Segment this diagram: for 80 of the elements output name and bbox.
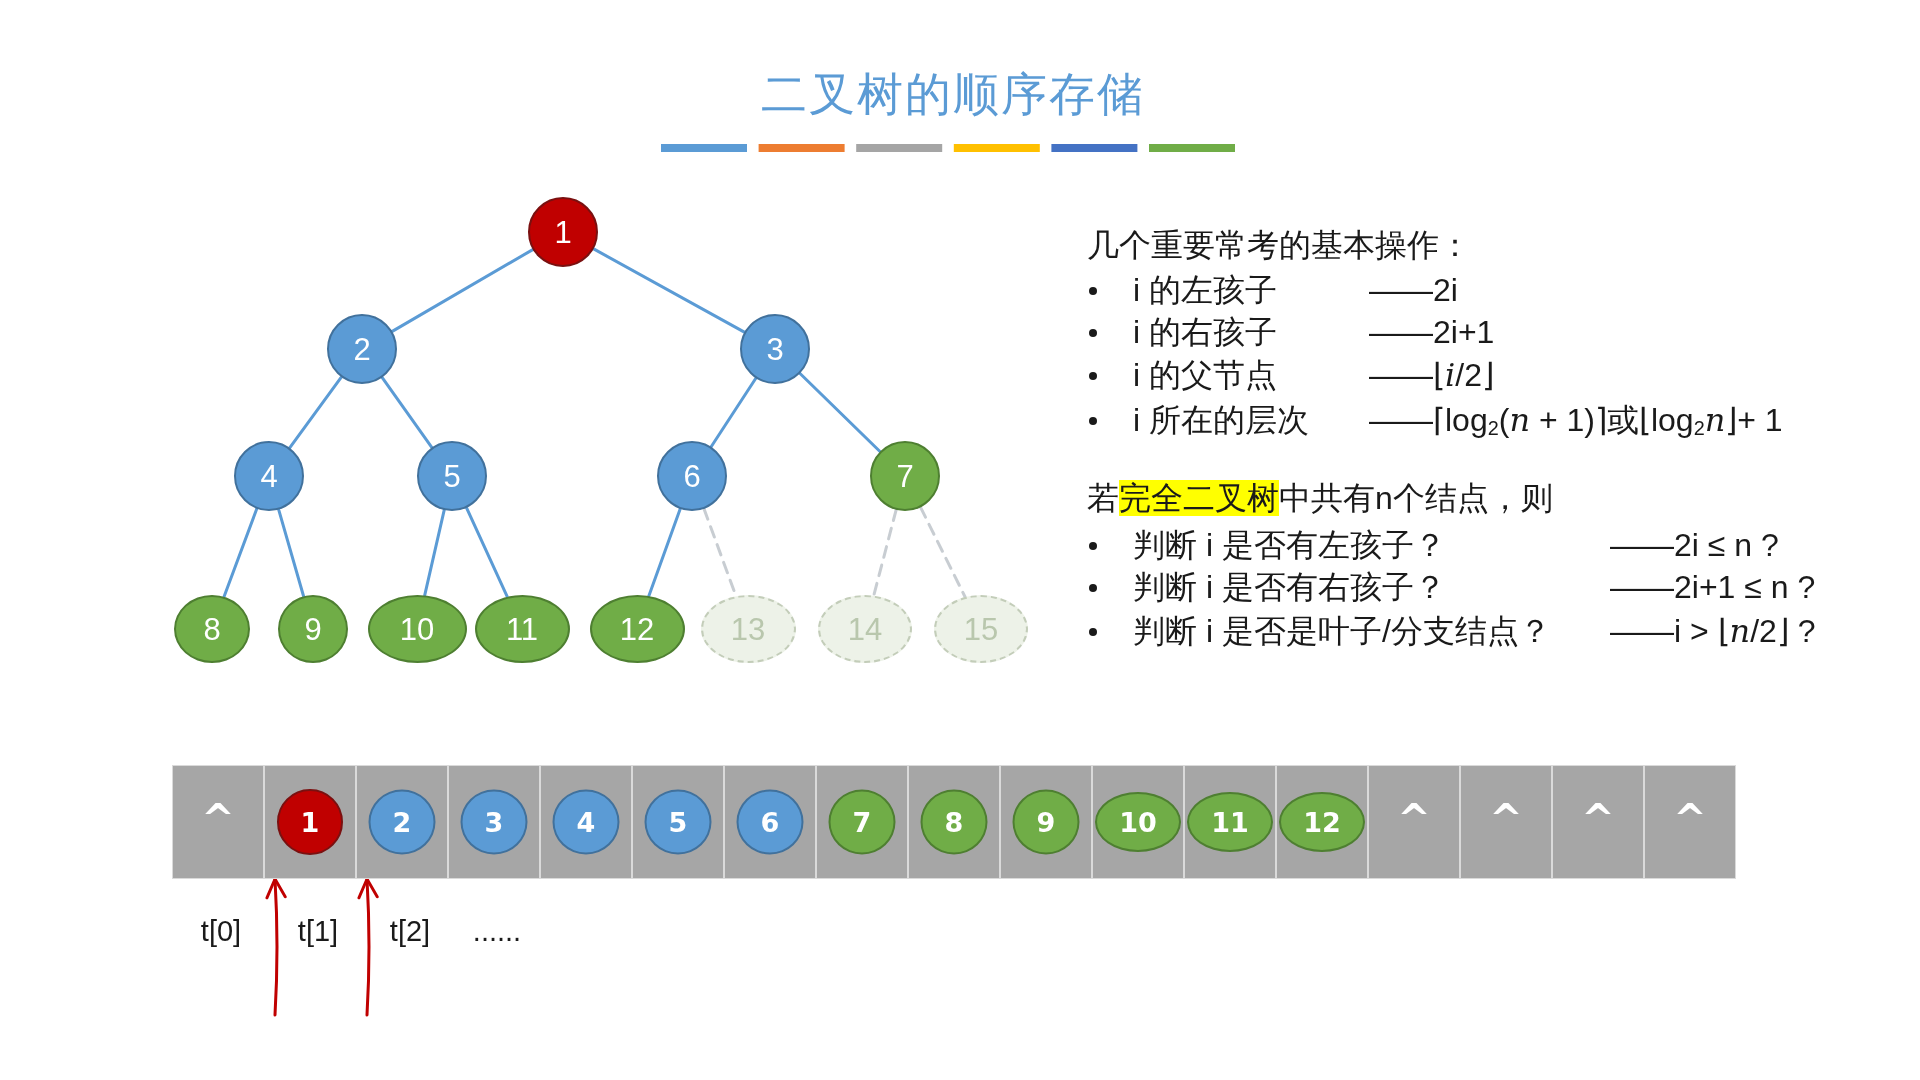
formula: ——⌊i/2⌋: [1369, 355, 1494, 395]
array-cell: ^: [1644, 765, 1736, 879]
formula: ——2i+1: [1369, 313, 1495, 352]
condition-question: 判断 i 是否有左孩子？: [1133, 526, 1446, 565]
tree-edge: [798, 371, 882, 454]
faded-tree-node: 13: [700, 595, 796, 663]
stored-node: 5: [644, 789, 712, 855]
array-cell: [1092, 765, 1184, 879]
tree-edge: [222, 507, 259, 599]
condition-question: 判断 i 是否有右孩子？: [1133, 568, 1446, 607]
tree-node: 6: [657, 441, 727, 511]
stored-node: 2: [368, 789, 436, 855]
array-cell: [448, 765, 540, 879]
tree-node: 2: [327, 314, 397, 384]
operation-name: i 所在的层次: [1133, 401, 1309, 440]
operation-name: i 的左孩子: [1133, 271, 1277, 310]
array-cell: [264, 765, 356, 879]
tree-node: 12: [589, 595, 685, 663]
tree-edge: [277, 508, 306, 598]
array-cell: [908, 765, 1000, 879]
ellipsis: ......: [472, 914, 522, 949]
faded-tree-node: 14: [818, 595, 912, 663]
faded-tree-node: 15: [934, 595, 1028, 663]
array-cell: ^: [1368, 765, 1460, 879]
slide-title: 二叉树的顺序存储: [761, 67, 1145, 122]
operation-name: i 的右孩子: [1133, 313, 1277, 352]
section-heading: 若完全二叉树中共有n个结点，则: [1087, 479, 1553, 518]
array-cell: ^: [1460, 765, 1552, 879]
stored-node: 8: [920, 789, 988, 855]
stored-node: 7: [828, 789, 896, 855]
array-cell: [356, 765, 448, 879]
tree-node: 1: [528, 197, 598, 267]
condition-question: 判断 i 是否是叶子/分支结点？: [1133, 612, 1551, 651]
dashed-tree-edge: [919, 505, 967, 599]
section-heading: 几个重要常考的基本操作：: [1087, 226, 1471, 265]
tree-node: 10: [367, 595, 467, 663]
tree-node: 3: [740, 314, 810, 384]
hand-drawn-arrow: [357, 877, 379, 1017]
tree-node: 7: [870, 441, 940, 511]
operation-name: i 的父节点: [1133, 356, 1277, 395]
tree-edge: [288, 375, 343, 450]
tree-node: 5: [417, 441, 487, 511]
array-cell: [1276, 765, 1368, 879]
stored-node: 4: [552, 789, 620, 855]
index-label: t[1]: [297, 914, 339, 949]
stored-node: 1: [277, 789, 343, 855]
condition-formula: ——2i ≤ n ?: [1610, 526, 1779, 565]
index-label: t[2]: [389, 914, 431, 949]
tree-edge: [390, 248, 535, 333]
tree-edge: [647, 507, 682, 598]
array-cell: [540, 765, 632, 879]
stored-node: 3: [460, 789, 528, 855]
tree-edge: [465, 506, 509, 599]
formula: ——⌈log$_{2}$(n + 1)⌉或⌊log$_{2}$n⌋+ 1: [1369, 400, 1783, 440]
tree-edge: [423, 508, 446, 597]
tree-edge: [709, 376, 758, 449]
array-cell: ^: [172, 765, 264, 879]
condition-formula: ——i > ⌊n/2⌋ ?: [1610, 611, 1816, 651]
stored-node: 6: [736, 789, 804, 855]
condition-formula: ——2i+1 ≤ n ?: [1610, 568, 1816, 607]
array-cell: [632, 765, 724, 879]
array-cell: [1000, 765, 1092, 879]
formula: ——2i: [1369, 271, 1458, 310]
tree-node: 8: [174, 595, 250, 663]
dashed-tree-edge: [872, 508, 898, 598]
tree-edge: [592, 247, 746, 334]
tree-node: 9: [278, 595, 348, 663]
stored-node: 10: [1095, 792, 1181, 852]
tree-node: 4: [234, 441, 304, 511]
array-cell: ^: [1552, 765, 1644, 879]
array-cell: [816, 765, 908, 879]
stored-node: 9: [1012, 789, 1080, 855]
index-label: t[0]: [200, 914, 242, 949]
array-cell: [724, 765, 816, 879]
tree-node: 11: [474, 595, 570, 663]
array-cell: [1184, 765, 1276, 879]
tree-edge: [380, 376, 434, 449]
hand-drawn-arrow: [265, 877, 287, 1017]
stored-node: 12: [1279, 792, 1365, 852]
stored-node: 11: [1187, 792, 1273, 852]
